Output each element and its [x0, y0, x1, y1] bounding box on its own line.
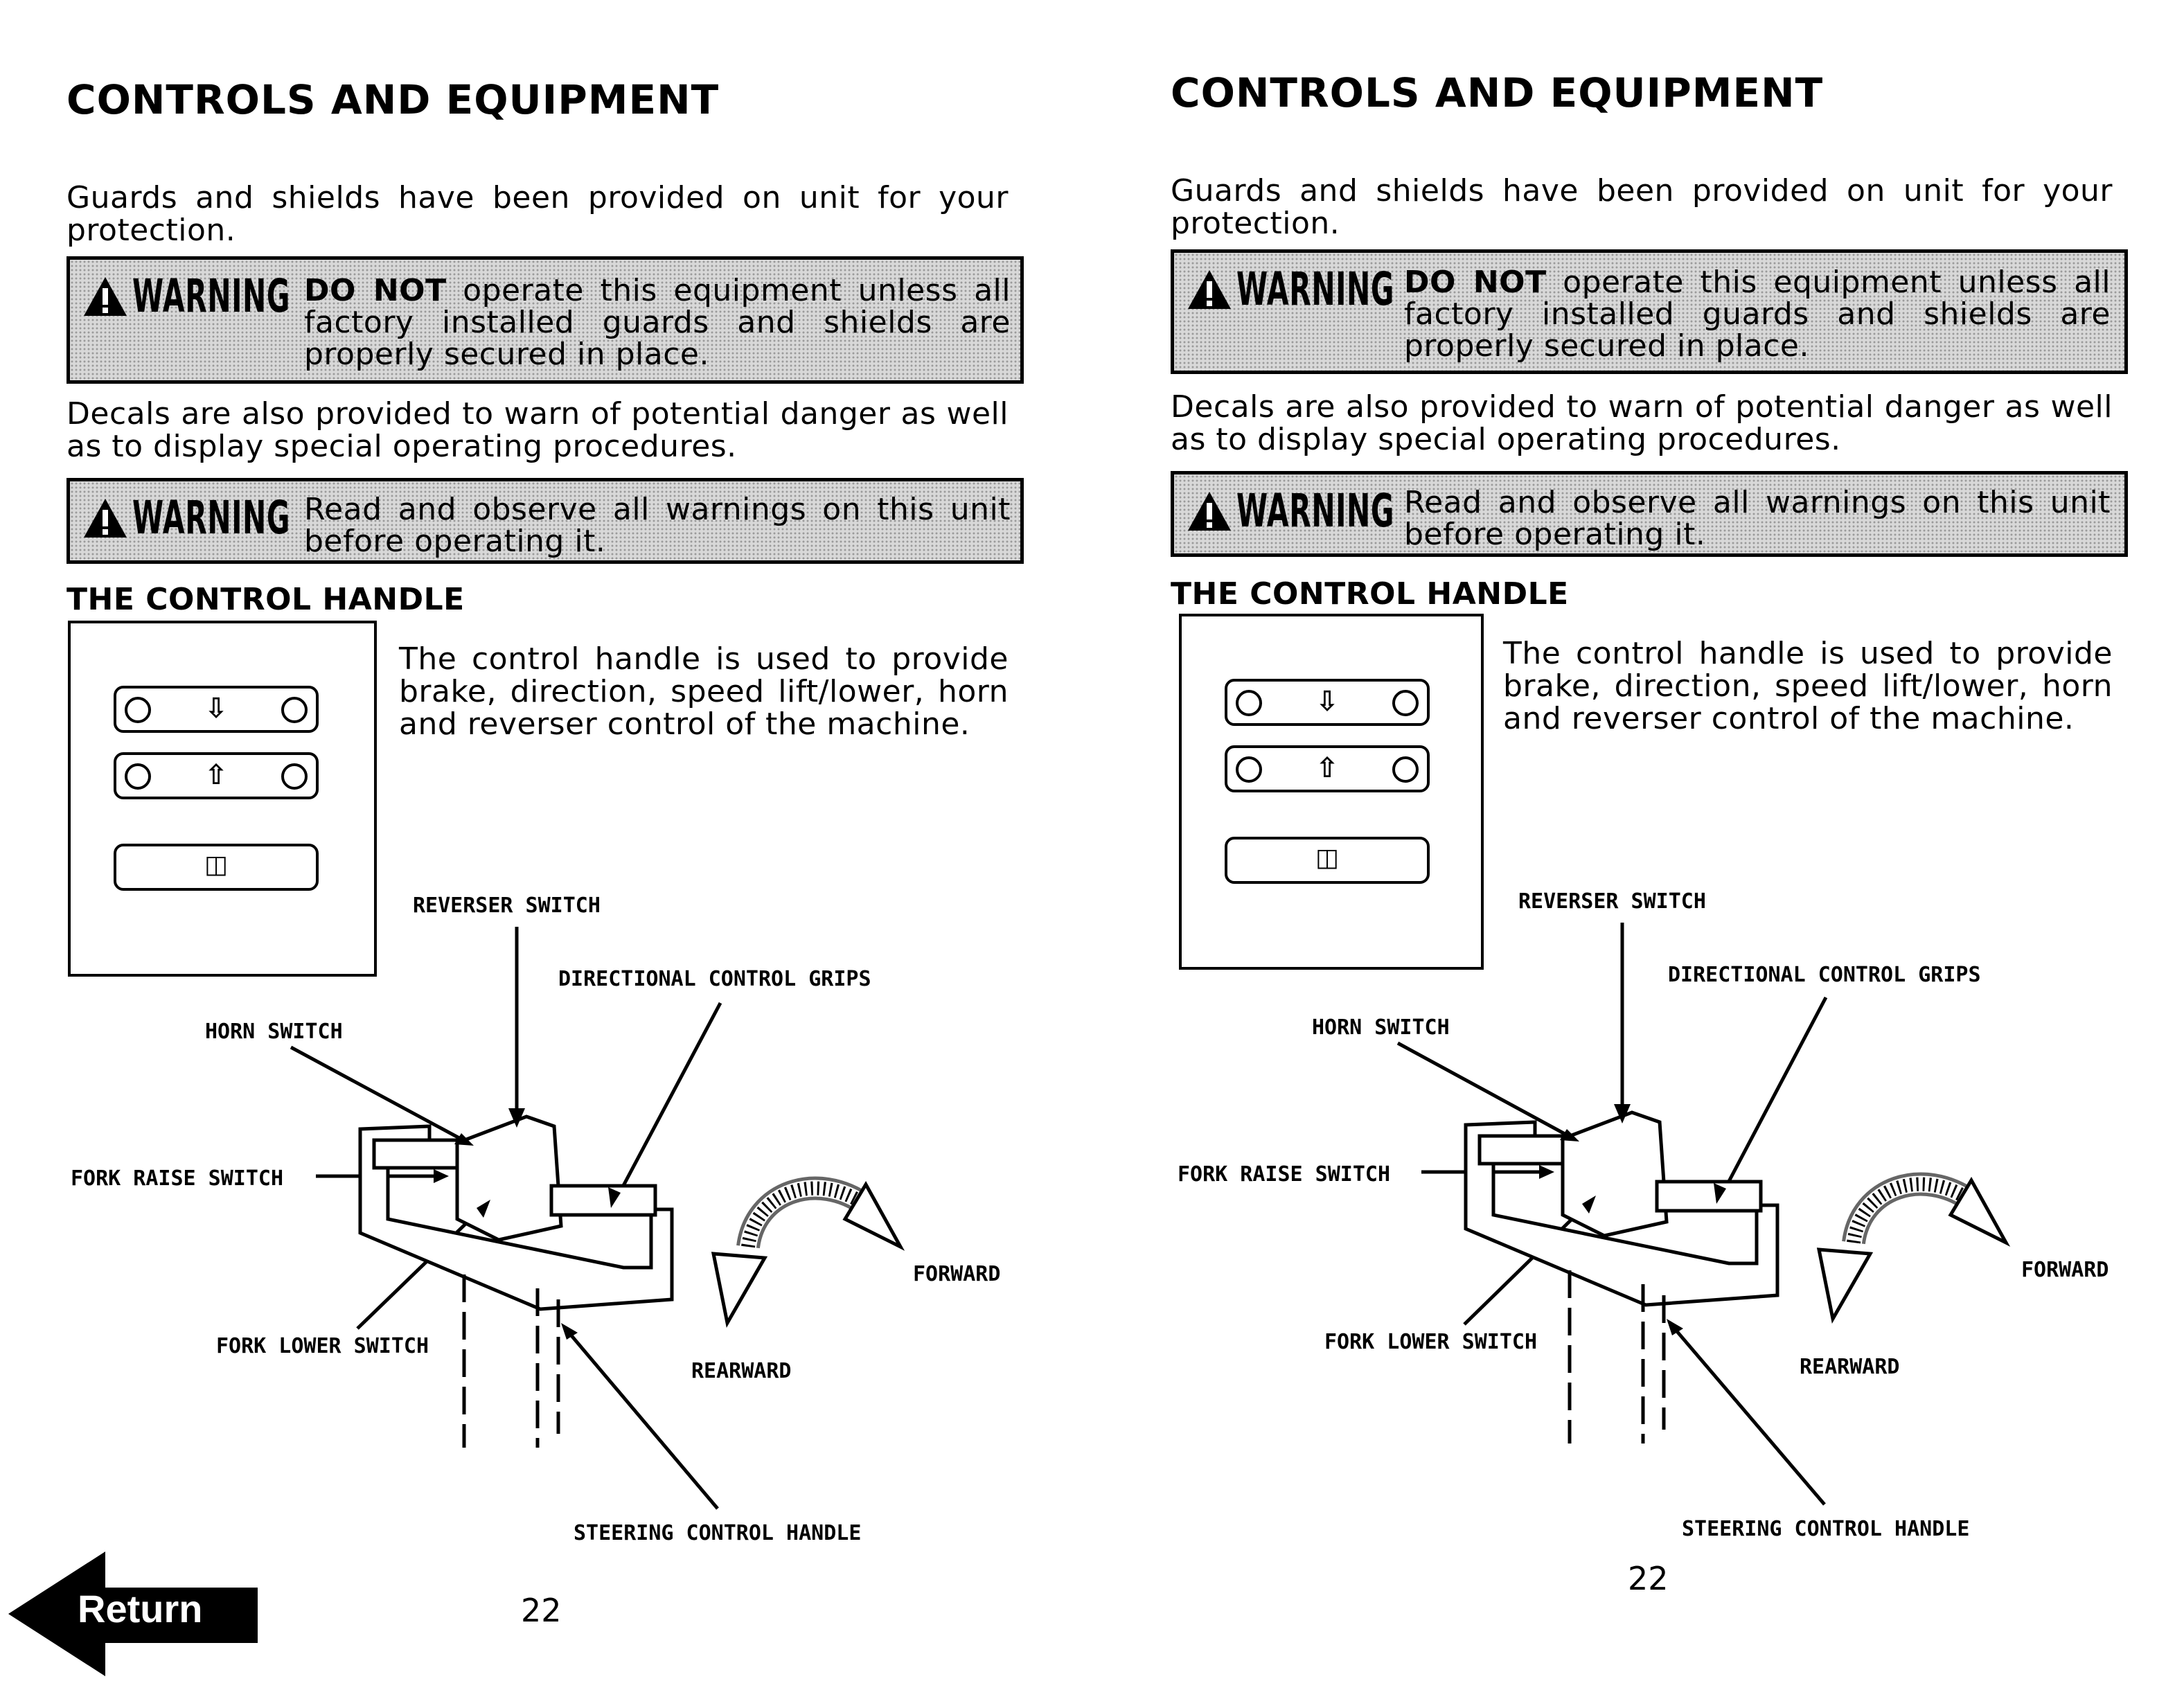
label-fork-lower: FORK LOWER SWITCH — [216, 1334, 429, 1358]
warning-word: WARNING — [1236, 263, 1395, 316]
label-forward: FORWARD — [2021, 1258, 2109, 1282]
page-title: CONTROLS AND EQUIPMENT — [66, 76, 720, 123]
label-steering-handle: STEERING CONTROL HANDLE — [574, 1521, 862, 1545]
horn-control-icon: ◫ — [1225, 837, 1430, 884]
label-directional-grips: DIRECTIONAL CONTROL GRIPS — [1668, 963, 1981, 987]
label-rearward: REARWARD — [1800, 1355, 1900, 1379]
left-page: CONTROLS AND EQUIPMENT Guards and shield… — [66, 76, 1024, 1629]
label-reverser-switch: REVERSER SWITCH — [1518, 889, 1706, 914]
warning-box-read: WARNING Read and observe all warnings on… — [66, 478, 1024, 564]
warning-label: WARNING — [1187, 263, 1491, 316]
fork-lower-control-icon: ⇩ — [114, 686, 319, 733]
control-panel-diagram: ⇩ ⇧ ◫ — [68, 621, 377, 977]
warning-word: WARNING — [132, 491, 291, 544]
right-page: CONTROLS AND EQUIPMENT Guards and shield… — [1171, 0, 2184, 1688]
warning-box-guards: WARNING DO NOT operate this equipment un… — [1171, 249, 2128, 374]
warning-emphasis: DO NOT — [1404, 265, 1547, 300]
section-heading: THE CONTROL HANDLE — [1171, 576, 1569, 612]
warning-box-guards: WARNING DO NOT operate this equipment un… — [66, 256, 1024, 384]
warning-word: WARNING — [132, 269, 291, 323]
fork-raise-control-icon: ⇧ — [1225, 745, 1430, 792]
warning-triangle-icon — [84, 276, 127, 316]
warning-emphasis: DO NOT — [304, 273, 447, 308]
label-fork-raise: FORK RAISE SWITCH — [71, 1166, 284, 1191]
control-handle-illustration — [1396, 923, 2011, 1506]
control-panel-diagram: ⇩ ⇧ ◫ — [1179, 614, 1484, 970]
return-label[interactable]: Return — [78, 1587, 203, 1631]
intro-paragraph: Guards and shields have been provided on… — [66, 180, 1009, 248]
warning-text-read: Read and observe all warnings on this un… — [304, 492, 1011, 559]
handle-description: The control handle is used to provide br… — [1503, 636, 2113, 736]
warning-body: operate this equipment unless all factor… — [304, 273, 1011, 372]
fork-raise-control-icon: ⇧ — [114, 752, 319, 799]
label-reverser-switch: REVERSER SWITCH — [413, 894, 601, 918]
label-horn-switch: HORN SWITCH — [205, 1020, 343, 1044]
label-forward: FORWARD — [913, 1262, 1001, 1286]
label-horn-switch: HORN SWITCH — [1312, 1015, 1450, 1040]
warning-box-read: WARNING Read and observe all warnings on… — [1171, 471, 2128, 557]
warning-text-guards: DO NOT operate this equipment unless all… — [304, 275, 1011, 371]
warning-triangle-icon — [1188, 491, 1231, 531]
warning-triangle-icon — [84, 498, 127, 538]
page-number: 22 — [1628, 1560, 1669, 1597]
label-steering-handle: STEERING CONTROL HANDLE — [1682, 1517, 1970, 1541]
warning-label: WARNING — [82, 269, 387, 323]
warning-label: WARNING — [1187, 484, 1491, 538]
return-button[interactable]: Return — [8, 1552, 258, 1676]
warning-text-guards: DO NOT operate this equipment unless all… — [1404, 267, 2111, 362]
intro-paragraph: Guards and shields have been provided on… — [1171, 173, 2113, 241]
horn-control-icon: ◫ — [114, 844, 319, 891]
left-arrow-icon — [8, 1552, 258, 1676]
warning-body: operate this equipment unless all factor… — [1404, 265, 2111, 364]
warning-label: WARNING — [82, 491, 387, 544]
label-fork-raise: FORK RAISE SWITCH — [1178, 1162, 1391, 1187]
fork-lower-control-icon: ⇩ — [1225, 679, 1430, 726]
decals-paragraph: Decals are also provided to warn of pote… — [66, 396, 1009, 464]
page-title: CONTROLS AND EQUIPMENT — [1171, 69, 1824, 116]
handle-description: The control handle is used to provide br… — [399, 641, 1009, 742]
label-rearward: REARWARD — [691, 1359, 792, 1383]
warning-text-read: Read and observe all warnings on this un… — [1404, 485, 2111, 552]
label-directional-grips: DIRECTIONAL CONTROL GRIPS — [558, 967, 871, 991]
warning-word: WARNING — [1236, 484, 1395, 538]
decals-paragraph: Decals are also provided to warn of pote… — [1171, 389, 2113, 457]
warning-triangle-icon — [1188, 269, 1231, 309]
control-handle-illustration — [290, 927, 905, 1510]
section-heading: THE CONTROL HANDLE — [66, 582, 465, 617]
label-fork-lower: FORK LOWER SWITCH — [1324, 1330, 1538, 1354]
page-number: 22 — [521, 1592, 562, 1629]
